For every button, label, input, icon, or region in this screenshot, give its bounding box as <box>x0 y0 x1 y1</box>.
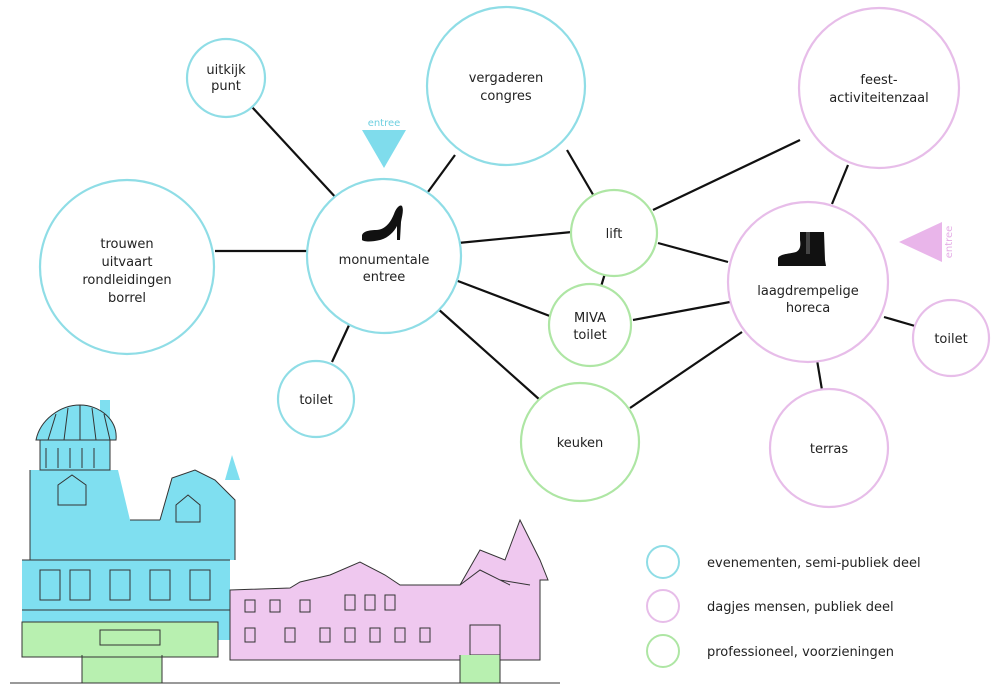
edge-uitkijk-monumentale <box>251 106 339 201</box>
label-feest: feest-activiteitenzaal <box>829 73 929 106</box>
entrance-arrow-right <box>899 222 942 262</box>
entrance-label-left: entree <box>368 118 401 129</box>
edge-lift-laagdrempelige <box>657 241 729 264</box>
entrance-marker-left: entree <box>362 118 406 168</box>
edge-feest-laagdrempelige <box>830 164 850 205</box>
legend-label-events: evenementen, semi-publiek deel <box>707 556 921 571</box>
node-keuken <box>519 381 641 503</box>
entrance-arrow-left <box>362 130 406 168</box>
node-terras <box>768 387 890 509</box>
legend-label-professional: professioneel, voorzieningen <box>707 645 894 660</box>
high-heel-icon <box>362 205 403 242</box>
node-miva-toilet <box>547 282 633 368</box>
legend-swatch-blue <box>646 545 680 579</box>
entrance-label-right: entree <box>944 226 955 259</box>
node-lift <box>569 188 659 278</box>
building-wing-section <box>229 518 549 661</box>
legend-swatch-pink <box>646 589 680 623</box>
label-toilet-left: toilet <box>299 393 332 408</box>
edge-lift-feest <box>652 139 801 211</box>
nodes <box>38 5 991 509</box>
label-lift: lift <box>606 227 623 242</box>
edge-laagdrempelige-terras <box>815 359 824 391</box>
edge-vergaderen-lift <box>566 149 596 199</box>
edge-monumentale-lift <box>457 230 573 245</box>
edge-vergaderen-monumentale <box>424 154 456 197</box>
legend: evenementen, semi-publiek deel dagjes me… <box>646 545 921 668</box>
edge-monumentale-toilet <box>331 322 351 363</box>
node-feest-activiteitenzaal <box>797 6 961 170</box>
label-toilet-right: toilet <box>934 332 967 347</box>
node-trouwen <box>38 178 216 356</box>
legend-item-day-visitors: dagjes mensen, publiek deel <box>646 589 894 623</box>
edge-miva-laagdrempelige <box>632 300 731 322</box>
label-terras: terras <box>810 442 849 457</box>
building-sketch <box>10 400 560 684</box>
edge-monumentale-keuken <box>436 307 541 401</box>
connections <box>215 106 916 409</box>
node-vergaderen-congres <box>425 5 587 167</box>
node-laagdrempelige-horeca <box>726 200 890 364</box>
legend-swatch-green <box>646 634 680 668</box>
building-ground-section <box>10 621 560 684</box>
edge-monumentale-miva <box>449 276 556 320</box>
building-villa-section <box>22 400 240 640</box>
entrance-marker-right: entree <box>899 222 955 262</box>
boot-icon <box>778 232 826 266</box>
legend-item-professional: professioneel, voorzieningen <box>646 634 894 668</box>
legend-label-day-visitors: dagjes mensen, publiek deel <box>707 600 894 615</box>
legend-item-events: evenementen, semi-publiek deel <box>646 545 921 579</box>
node-toilet-left <box>276 359 356 439</box>
label-keuken: keuken <box>557 436 604 451</box>
edge-keuken-laagdrempelige <box>629 331 743 409</box>
node-uitkijk-punt <box>185 37 267 119</box>
node-monumentale-entree <box>305 177 463 335</box>
node-toilet-right <box>911 298 991 378</box>
edge-laagdrempelige-toilet <box>883 315 916 328</box>
